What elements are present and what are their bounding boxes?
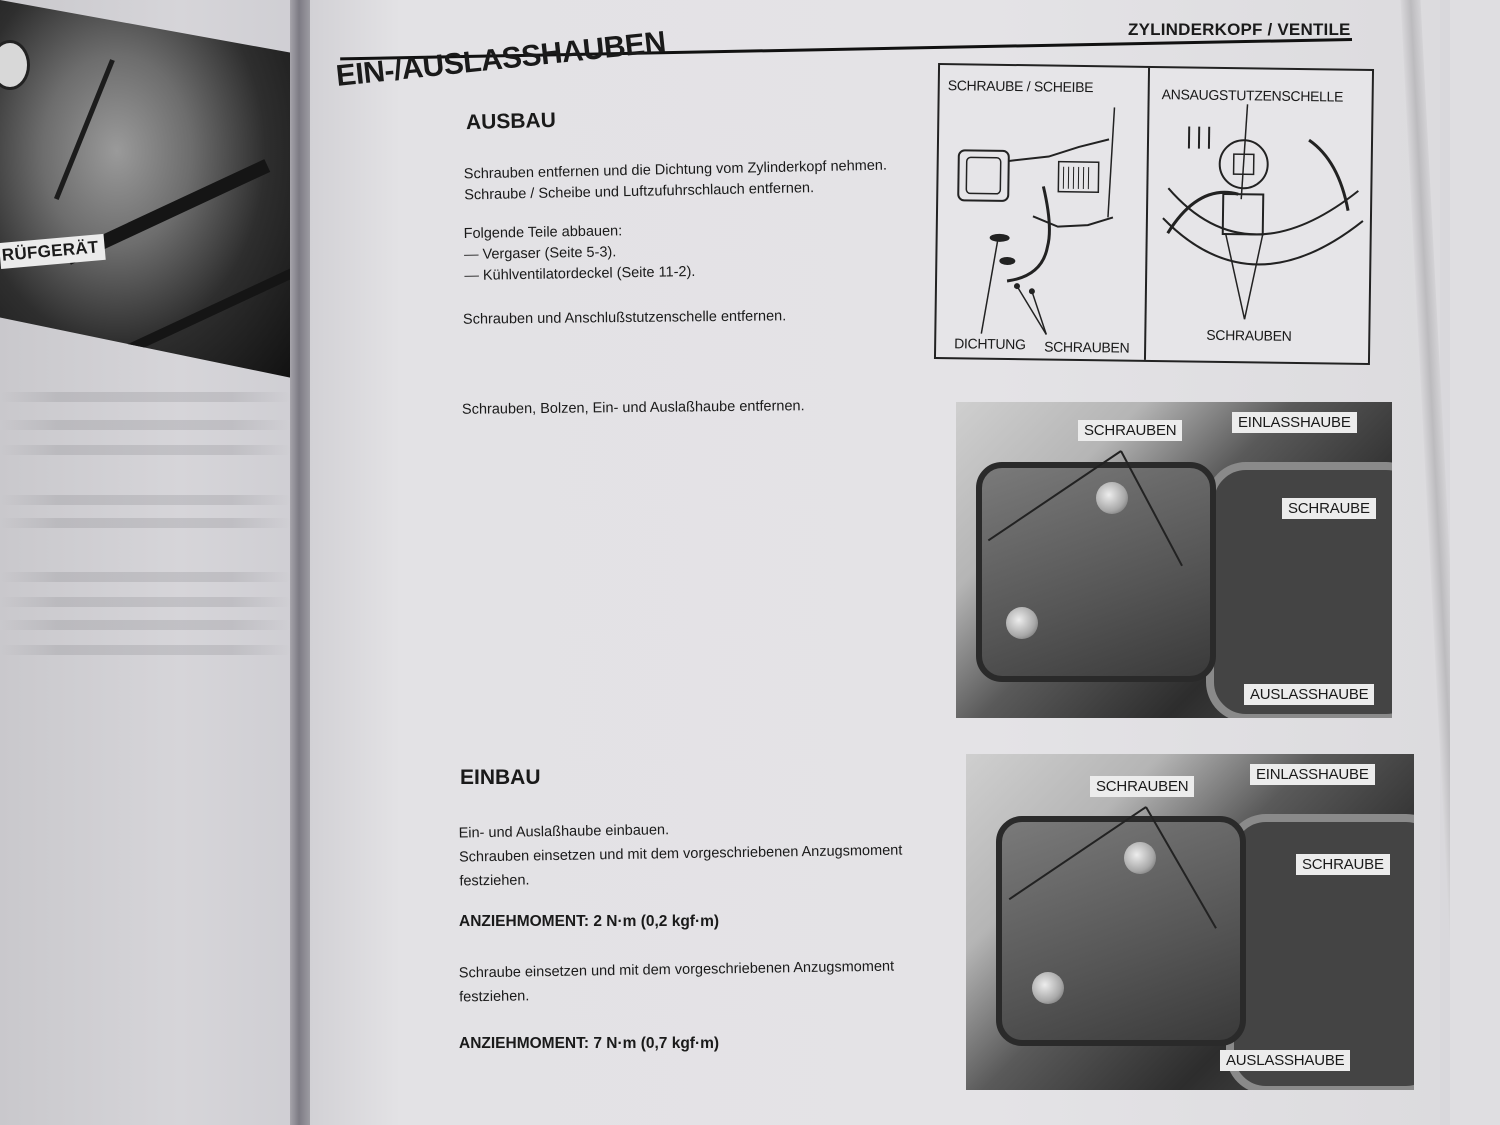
removal-photo: SCHRAUBEN EINLASSHAUBE SCHRAUBE AUSLASSH…	[956, 402, 1392, 718]
air-filter-line-drawing	[957, 107, 1116, 335]
bolt-graphic	[1032, 972, 1064, 1004]
photo-label-screws: SCHRAUBEN	[1090, 776, 1195, 797]
show-through-text	[0, 420, 290, 430]
removal-step-2: Folgende Teile abbauen: — Vergaser (Seit…	[463, 223, 696, 285]
show-through-text	[0, 445, 290, 455]
photo-label-exhaust-cover: AUSLASSHAUBE	[1244, 684, 1375, 705]
diagram-panel-screw-washer: SCHRAUBE / SCHEIBE DICHTUNG SCHRAUBEN	[935, 64, 1151, 360]
show-through-text	[0, 518, 290, 528]
dial-gauge-graphic	[0, 40, 30, 90]
removal-step-4: Schrauben, Bolzen, Ein- und Auslaßhaube …	[461, 398, 805, 418]
bolt-graphic	[1096, 482, 1128, 514]
tester-rod-graphic	[53, 59, 115, 201]
bolt-graphic	[1006, 607, 1038, 639]
show-through-text	[0, 495, 290, 505]
show-through-text	[0, 645, 290, 655]
removal-heading: AUSBAU	[465, 108, 557, 135]
torque-spec-2: ANZIEHMOMENT: 7 N·m (0,7 kgf·m)	[459, 1035, 720, 1052]
photo-label-intake-cover: EINLASSHAUBE	[1232, 412, 1357, 433]
show-through-text	[0, 572, 290, 582]
photo-label-screw: SCHRAUBE	[1296, 854, 1390, 875]
photo-label-intake-cover: EINLASSHAUBE	[1250, 764, 1375, 785]
left-page: RÜFGERÄT	[0, 0, 300, 1125]
torque-spec-1: ANZIEHMOMENT: 2 N·m (0,2 kgf·m)	[459, 913, 720, 930]
carburetor-line-drawing	[1162, 104, 1364, 320]
valve-cover-graphic	[996, 816, 1246, 1046]
diagram-panel-intake-clamp: ANSAUGSTUTZENSCHELLE SCHRAUBEN	[1146, 68, 1372, 363]
bolt-graphic	[1124, 842, 1156, 874]
installation-heading: EINBAU	[460, 766, 541, 789]
diagram-label-screws-right: SCHRAUBEN	[1206, 326, 1292, 344]
show-through-text	[0, 620, 290, 630]
installation-step-1: Ein- und Auslaßhaube einbauen. Schrauben…	[458, 822, 903, 890]
removal-step-3: Schrauben und Anschlußstutzenschelle ent…	[462, 308, 787, 328]
photo-label-exhaust-cover: AUSLASSHAUBE	[1220, 1050, 1351, 1071]
left-page-photo	[0, 0, 292, 378]
diagram-label-gasket: DICHTUNG	[954, 335, 1026, 353]
installation-step-2: Schraube einsetzen und mit dem vorgeschr…	[458, 958, 895, 1006]
show-through-text	[0, 597, 290, 607]
photo-label-screws: SCHRAUBEN	[1078, 420, 1183, 441]
running-head: ZYLINDERKOPF / VENTILE	[1128, 20, 1351, 39]
diagram-label-screws: SCHRAUBEN	[1044, 338, 1130, 356]
installation-photo: SCHRAUBEN EINLASSHAUBE SCHRAUBE AUSLASSH…	[966, 754, 1414, 1090]
photo-label-screw: SCHRAUBE	[1282, 498, 1376, 519]
removal-diagram: SCHRAUBE / SCHEIBE DICHTUNG SCHRAUBEN AN	[933, 62, 1375, 366]
removal-step-1: Schrauben entfernen und die Dichtung vom…	[463, 157, 888, 204]
page-stack	[1450, 0, 1500, 1125]
show-through-text	[0, 392, 290, 402]
